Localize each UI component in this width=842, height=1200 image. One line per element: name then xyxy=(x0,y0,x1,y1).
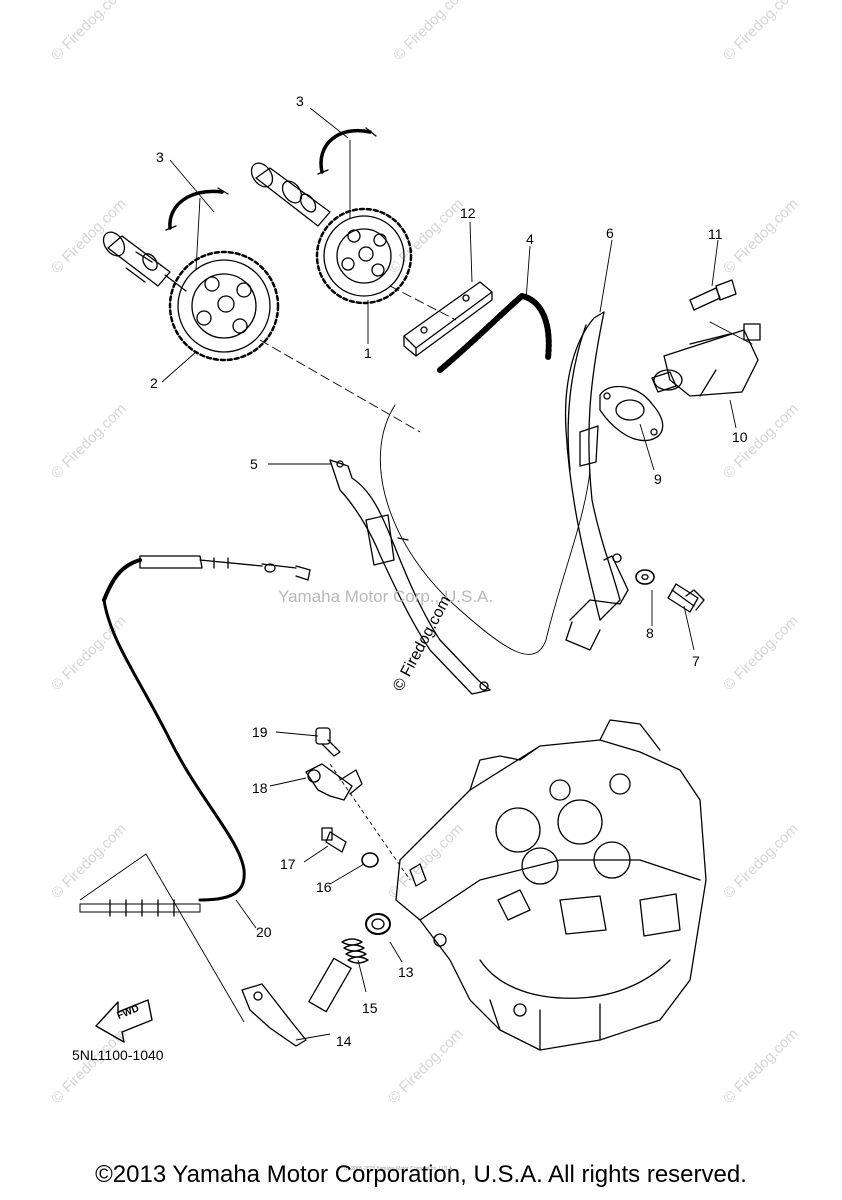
callout-9: 9 xyxy=(654,471,662,487)
cable-20 xyxy=(79,555,311,917)
tiny-copyright: (c) 2005-2015 Yamaha Motor Corporation, … xyxy=(344,1166,454,1172)
washer-8 xyxy=(635,569,655,585)
camshaft-right xyxy=(250,162,413,305)
seal-13 xyxy=(365,913,391,935)
callout-20: 20 xyxy=(256,924,272,940)
callout-2: 2 xyxy=(150,375,158,391)
fwd-arrow-icon xyxy=(95,999,153,1043)
callout-3-right: 3 xyxy=(296,93,304,109)
callout-18: 18 xyxy=(252,780,268,796)
bolt-19 xyxy=(315,727,341,757)
cam-cap-right xyxy=(319,128,372,174)
camshaft-left xyxy=(102,231,280,362)
gasket-9 xyxy=(599,386,664,442)
callout-15: 15 xyxy=(362,1000,378,1016)
callout-3-left: 3 xyxy=(156,149,164,165)
tensioner-10 xyxy=(651,323,761,397)
bolt-11 xyxy=(689,279,737,311)
decomp-shaft-14 xyxy=(241,957,352,1047)
lever-18 xyxy=(305,763,363,801)
bolt-17 xyxy=(321,827,347,853)
callout-11: 11 xyxy=(708,226,723,242)
callout-16: 16 xyxy=(316,879,332,895)
spring-15 xyxy=(341,938,369,964)
chain-guide-front xyxy=(329,459,491,695)
cam-chain xyxy=(380,293,591,655)
diagram-part-code: 5NL1100-1040 xyxy=(72,1047,164,1063)
bolt-7 xyxy=(667,583,705,613)
copyright-footer: ©2013 Yamaha Motor Corporation, U.S.A. A… xyxy=(95,1161,747,1188)
chain-guide-top xyxy=(403,281,493,357)
callout-13: 13 xyxy=(398,964,414,980)
center-watermark: Yamaha Motor Corp., U.S.A. xyxy=(278,587,494,606)
callout-14: 14 xyxy=(336,1033,352,1049)
callout-8: 8 xyxy=(646,625,654,641)
callout-7: 7 xyxy=(692,653,700,669)
callout-4: 4 xyxy=(526,231,534,247)
callout-5: 5 xyxy=(250,456,258,472)
chain-guide-rear xyxy=(564,311,629,651)
cam-cap-left xyxy=(168,189,224,230)
callout-6: 6 xyxy=(606,225,614,241)
callout-12: 12 xyxy=(460,205,476,221)
callout-1: 1 xyxy=(364,345,372,361)
callout-19: 19 xyxy=(252,724,268,740)
callout-10: 10 xyxy=(732,429,748,445)
cylinder-head xyxy=(395,719,707,1051)
washer-16 xyxy=(361,852,379,868)
callout-17: 17 xyxy=(280,856,296,872)
